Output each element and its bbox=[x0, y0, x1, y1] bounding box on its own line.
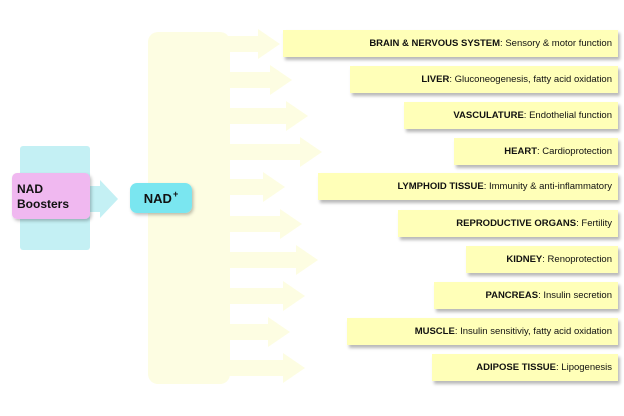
organ-name: ADIPOSE TISSUE bbox=[476, 362, 557, 373]
organ-box-vasculature: VASCULATURE: Endothelial function bbox=[404, 102, 618, 129]
organ-desc: : Endothelial function bbox=[523, 110, 612, 121]
fan-arrow bbox=[228, 281, 305, 311]
booster-line2: Boosters bbox=[17, 197, 70, 211]
booster-to-nad-arrow bbox=[90, 180, 118, 218]
organ-desc: : Insulin sensitiviy, fatty acid oxidati… bbox=[454, 326, 612, 337]
organ-box-heart: HEART: Cardioprotection bbox=[454, 138, 618, 165]
nad-text: NAD bbox=[143, 190, 172, 206]
nad-superscript: + bbox=[172, 189, 179, 199]
organ-box-brain: BRAIN & NERVOUS SYSTEM: Sensory & motor … bbox=[283, 30, 618, 57]
fan-arrows bbox=[228, 29, 322, 383]
fan-arrow bbox=[228, 317, 290, 347]
fan-arrow bbox=[228, 353, 305, 383]
nad-boosters-label: NAD Boosters bbox=[14, 177, 88, 217]
fan-arrow bbox=[228, 65, 292, 95]
organ-desc: : Insulin secretion bbox=[538, 290, 612, 301]
fan-arrow bbox=[228, 101, 308, 131]
organ-desc: : Lipogenesis bbox=[556, 362, 612, 373]
organ-name: PANCREAS bbox=[485, 290, 539, 301]
fan-arrow bbox=[228, 29, 280, 59]
organ-box-pancreas: PANCREAS: Insulin secretion bbox=[434, 282, 618, 309]
booster-line1: NAD bbox=[17, 182, 43, 196]
organ-name: REPRODUCTIVE ORGANS bbox=[456, 218, 577, 229]
organ-desc: : Gluconeogenesis, fatty acid oxidation bbox=[449, 74, 612, 85]
organ-box-adipose: ADIPOSE TISSUE: Lipogenesis bbox=[432, 354, 618, 381]
organ-name: BRAIN & NERVOUS SYSTEM bbox=[369, 38, 501, 49]
fan-arrow bbox=[228, 137, 322, 167]
organ-name: HEART bbox=[504, 146, 538, 157]
organ-desc: : Fertility bbox=[576, 218, 612, 229]
organ-name: KIDNEY bbox=[506, 254, 543, 265]
organ-desc: : Immunity & anti-inflammatory bbox=[483, 181, 612, 192]
organ-desc: : Sensory & motor function bbox=[500, 38, 612, 49]
nad-plus-label: NAD+ bbox=[130, 183, 192, 213]
nad-plus-box bbox=[130, 183, 192, 213]
organ-name: LYMPHOID TISSUE bbox=[397, 181, 484, 192]
fan-arrow bbox=[228, 209, 302, 239]
organ-desc: : Cardioprotection bbox=[537, 146, 612, 157]
organ-name: MUSCLE bbox=[414, 326, 455, 337]
organ-box-liver: LIVER: Gluconeogenesis, fatty acid oxida… bbox=[350, 66, 618, 93]
organ-name: VASCULATURE bbox=[453, 110, 524, 121]
organ-name: LIVER bbox=[421, 74, 450, 85]
organ-box-reproductive: REPRODUCTIVE ORGANS: Fertility bbox=[398, 210, 618, 237]
nad-boosters-box bbox=[12, 173, 90, 219]
organ-box-lymphoid: LYMPHOID TISSUE: Immunity & anti-inflamm… bbox=[318, 173, 618, 200]
organ-desc: : Renoprotection bbox=[542, 254, 612, 265]
fan-arrow bbox=[228, 245, 318, 275]
organ-box-muscle: MUSCLE: Insulin sensitiviy, fatty acid o… bbox=[347, 318, 618, 345]
organ-box-kidney: KIDNEY: Renoprotection bbox=[466, 246, 618, 273]
fan-arrow bbox=[228, 172, 285, 202]
